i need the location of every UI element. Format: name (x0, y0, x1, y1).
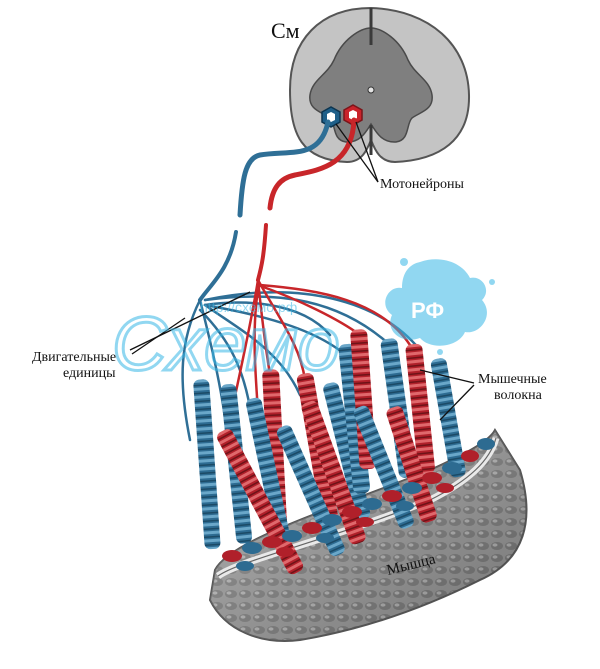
blue-axon (237, 119, 331, 218)
fiber-red (217, 429, 304, 575)
watermark-brand: Схемо (112, 302, 340, 387)
motor-neurons-callout: Мотонейроны (335, 121, 465, 192)
motor-units-callout: Двигательные единицы (32, 291, 251, 381)
motor-units-label-line1: Двигательные (32, 350, 116, 365)
fiber-ends (222, 438, 495, 571)
muscle-shading (210, 430, 527, 641)
muscle-fibers-label-line1: Мышечные (478, 372, 547, 387)
fiber-blue (430, 358, 466, 478)
watermark-badge-splash (385, 258, 495, 355)
red-axon-lower (256, 223, 268, 282)
motor-units-label-line2: единицы (63, 366, 116, 381)
muscle-fibers (193, 329, 495, 575)
watermark-badge: РФ (411, 298, 444, 323)
blue-axon-lower (198, 230, 238, 302)
motor-neuron-blue (321, 106, 341, 128)
watermark-url: http://схемо.рф (200, 299, 297, 315)
watermark: Схемо http://схемо.рф РФ (111, 258, 495, 389)
fiber-red (405, 343, 435, 474)
fiber-blue (193, 379, 221, 550)
fiber-blue (246, 397, 291, 546)
motor-neuron-red (343, 104, 363, 126)
fiber-red (386, 406, 437, 523)
spinal-cord-label: См (271, 18, 300, 43)
muscle-fibers-label-line2: волокна (494, 388, 543, 403)
motor-neurons-label: Мотонейроны (380, 177, 465, 192)
axons (181, 117, 422, 472)
central-canal (367, 86, 375, 94)
spinal-cord-section: См (271, 6, 471, 164)
muscle-fibers-callout: Мышечные волокна (419, 369, 547, 421)
muscle: Мышца (208, 427, 528, 642)
red-axon (267, 117, 357, 211)
